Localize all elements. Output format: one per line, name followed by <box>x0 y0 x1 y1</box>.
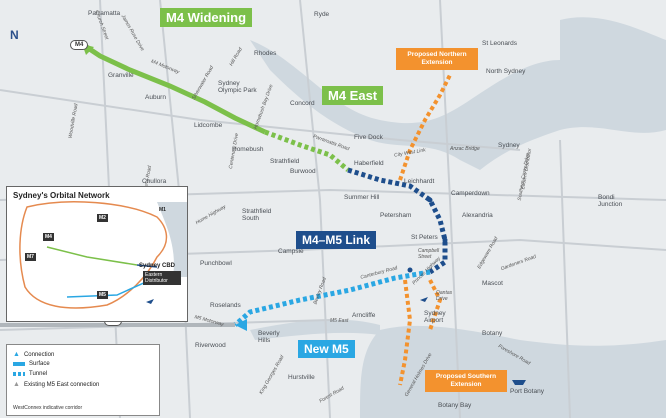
suburb-label: Campsie <box>278 248 304 255</box>
legend-connection-text: Connection <box>23 351 55 358</box>
inset-m2-shield: M2 <box>97 214 108 222</box>
northern-extension-label[interactable]: Proposed Northern Extension <box>396 48 478 70</box>
inset-m7-shield: M7 <box>25 253 36 261</box>
inset-map: Sydney's Orbital Network M2 M4 M7 M5 M1 … <box>6 186 188 322</box>
suburb-label: North Sydney <box>486 68 526 75</box>
suburb-label: Auburn <box>145 94 166 101</box>
suburb-label: Botany <box>482 330 503 337</box>
suburb-label: Rhodes <box>254 50 277 57</box>
suburb-label: Arncliffe <box>352 312 376 319</box>
suburb-label: Punchbowl <box>200 260 232 267</box>
m4-widening-route <box>80 41 267 135</box>
road-label: Qantas Drive <box>436 290 453 302</box>
inset-m1-label: M1 <box>159 207 166 213</box>
suburb-label: Parramatta <box>88 10 121 17</box>
existing-icon: ▲ <box>13 381 20 388</box>
suburb-label: Strathfield <box>270 158 300 165</box>
suburb-label: Chullora <box>142 178 167 185</box>
inset-m4-shield: M4 <box>43 233 54 241</box>
suburb-label: Sydney <box>498 142 520 149</box>
m4-east-label[interactable]: M4 East <box>322 86 384 105</box>
suburb-label: Beverly Hills <box>258 330 280 344</box>
north-arrow-icon: N <box>10 28 19 42</box>
legend-existing: ▲ Existing M5 East connection <box>13 381 99 388</box>
connection-icon: ▲ <box>13 351 20 358</box>
parramatta-river <box>250 17 666 171</box>
southern-extension-label[interactable]: Proposed Southern Extension <box>425 370 507 392</box>
northern-extension-route <box>398 74 452 181</box>
suburb-label: Haberfield <box>354 160 384 167</box>
suburb-label: Sydney Airport <box>424 310 446 324</box>
suburb-label: Summer Hill <box>344 194 380 201</box>
cooks-river <box>250 319 380 340</box>
legend-surface-text: Surface <box>29 361 50 367</box>
ship-icon <box>512 380 526 385</box>
road-label: Anzac Bridge <box>450 146 480 152</box>
suburb-label: St Leonards <box>482 40 518 47</box>
suburb-label: Botany Bay <box>438 402 472 409</box>
suburb-label: Port Botany <box>510 388 544 395</box>
southern-extension-route <box>398 279 413 386</box>
legend-tunnel: Tunnel <box>13 371 47 377</box>
suburb-label: St Peters <box>411 234 438 241</box>
suburb-label: Burwood <box>290 168 316 175</box>
suburb-label: Five Dock <box>354 134 383 141</box>
suburb-label: Bondi Junction <box>598 194 623 208</box>
legend: ▲ Connection Surface Tunnel ▲ Existing M… <box>6 344 160 416</box>
suburb-label: Hurstville <box>288 374 315 381</box>
suburb-label: Concord <box>290 100 315 107</box>
suburb-label: Camperdown <box>451 190 490 197</box>
airport-icon <box>420 297 428 302</box>
suburb-label: Lidcombe <box>194 122 223 129</box>
surface-icon <box>13 362 25 366</box>
legend-existing-text: Existing M5 East connection <box>23 381 100 388</box>
suburb-label: Ryde <box>314 11 330 18</box>
m5-arrow-icon <box>235 319 247 331</box>
legend-surface: Surface <box>13 361 50 367</box>
suburb-label: Riverwood <box>195 342 226 349</box>
m4-widening-label[interactable]: M4 Widening <box>160 8 253 27</box>
suburb-label: Roselands <box>210 302 241 309</box>
m4-east-route <box>264 129 350 172</box>
inset-cbd-label: Sydney CBD <box>139 263 176 269</box>
m4-m5-link-label[interactable]: M4–M5 Link <box>296 231 377 249</box>
new-m5-label[interactable]: New M5 <box>298 340 355 358</box>
suburb-label: Homebush <box>232 146 264 153</box>
legend-connection: ▲ Connection <box>13 351 54 358</box>
inset-eastern-label: Eastern Distributor <box>143 271 181 285</box>
inset-title: Sydney's Orbital Network <box>13 191 110 200</box>
suburb-label: Alexandria <box>462 212 493 219</box>
inset-m5-shield: M5 <box>97 291 108 299</box>
legend-corridor-text: WestConnex indicative corridor <box>13 405 83 411</box>
m4-m5-link-route <box>347 167 448 275</box>
southern-extension-branch <box>428 279 443 331</box>
suburb-label: Granville <box>108 72 134 79</box>
m4-shield: M4 <box>70 40 89 50</box>
suburb-label: Mascot <box>482 280 503 287</box>
suburb-label: Sydney Olympic Park <box>218 80 257 94</box>
legend-tunnel-text: Tunnel <box>29 371 48 377</box>
tunnel-icon <box>13 372 25 376</box>
inset-airport-icon <box>146 299 154 304</box>
road-label: Campbell Street <box>418 248 440 260</box>
botany-bay <box>360 325 666 418</box>
road-label: M5 East <box>330 318 349 324</box>
suburb-label: Strathfield South <box>242 208 272 222</box>
new-m5-route <box>233 269 431 327</box>
suburb-label: Petersham <box>380 212 412 219</box>
suburb-label: Leichhardt <box>404 178 435 185</box>
